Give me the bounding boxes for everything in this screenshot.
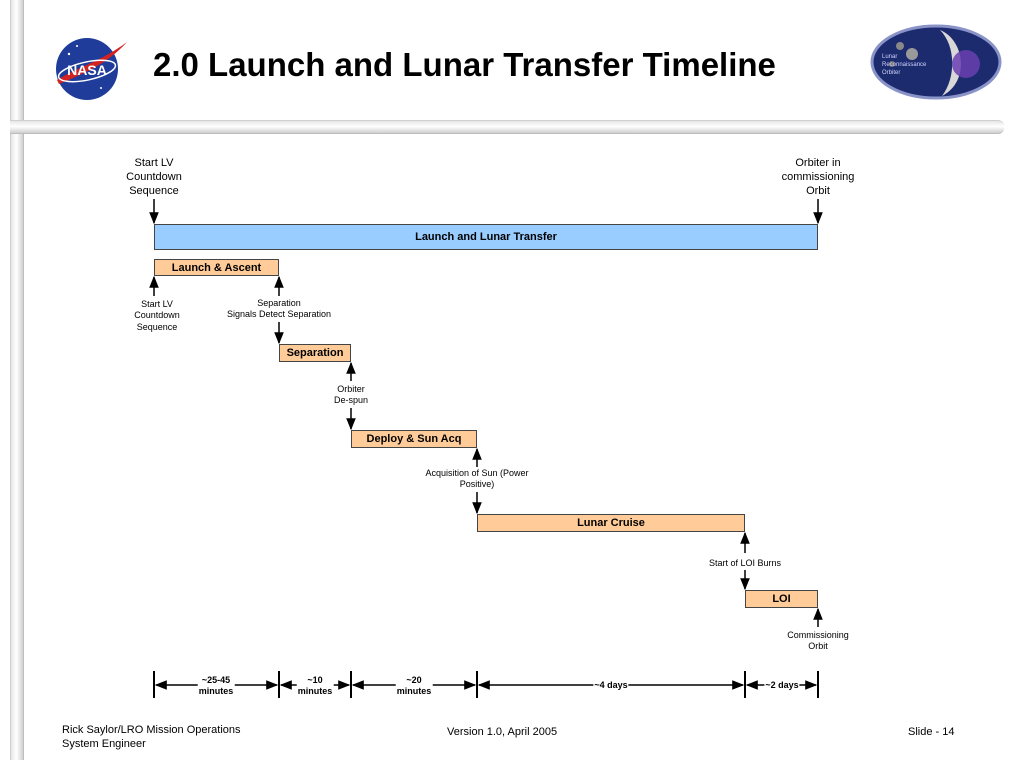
duration-line: ~25-45 bbox=[201, 675, 231, 685]
label-line: Sequence bbox=[129, 184, 179, 197]
duration-line: ~2 days bbox=[765, 680, 799, 690]
duration-line: minutes bbox=[297, 685, 333, 696]
bar-loi: LOI bbox=[745, 590, 818, 608]
footer-author-line: Rick Saylor/LRO Mission Operations bbox=[62, 724, 241, 736]
label-line: Separation bbox=[257, 298, 301, 308]
duration-line: ~4 days bbox=[594, 680, 628, 690]
lro-logo-line3: Orbiter bbox=[882, 70, 900, 76]
duration-label-3: ~20 minutes bbox=[395, 675, 433, 697]
slide-frame-horizontal bbox=[10, 120, 1004, 134]
label-line: Countdown bbox=[126, 170, 182, 183]
bar-lunar-cruise: Lunar Cruise bbox=[477, 514, 745, 532]
duration-label-4: ~4 days bbox=[593, 680, 629, 691]
lro-logo-line2: Reconnaissance bbox=[882, 62, 927, 68]
label-line: Countdown bbox=[134, 310, 180, 321]
slide-frame-vertical bbox=[10, 0, 24, 760]
footer-author: Rick Saylor/LRO Mission Operations Syste… bbox=[62, 723, 241, 752]
label-loi-burns: Start of LOI Burns bbox=[690, 558, 800, 569]
label-sun-acquisition: Acquisition of Sun (Power Positive) bbox=[407, 468, 547, 491]
page-title: 2.0 Launch and Lunar Transfer Timeline bbox=[153, 46, 776, 83]
label-line: Commissioning bbox=[787, 630, 849, 640]
duration-line: minutes bbox=[396, 685, 432, 696]
label-line: Acquisition of Sun (Power bbox=[425, 468, 529, 478]
bar-launch-lunar-transfer: Launch and Lunar Transfer bbox=[154, 224, 818, 250]
duration-line: ~10 bbox=[307, 675, 323, 685]
label-line: De-spun bbox=[333, 395, 369, 406]
label-line: Sequence bbox=[136, 321, 178, 332]
label-line: Signals Detect Separation bbox=[226, 309, 332, 320]
label-line: Positive) bbox=[459, 479, 495, 490]
duration-line: ~20 bbox=[406, 675, 422, 685]
nasa-logo: NASA bbox=[56, 38, 127, 100]
lro-logo-line1: Lunar bbox=[882, 54, 897, 60]
footer-version: Version 1.0, April 2005 bbox=[447, 726, 558, 738]
label-line: Start LV bbox=[141, 299, 173, 309]
label-orbiter-despun: Orbiter De-spun bbox=[316, 384, 386, 407]
label-start-lv-top: Start LV Countdown Sequence bbox=[104, 157, 204, 198]
label-separation-event: Separation Signals Detect Separation bbox=[209, 298, 349, 321]
lro-logo: Lunar Reconnaissance Orbiter bbox=[870, 24, 1002, 100]
bar-deploy-sun-acq: Deploy & Sun Acq bbox=[351, 430, 477, 448]
label-line: Orbit bbox=[806, 184, 830, 197]
label-line: Start of LOI Burns bbox=[708, 558, 782, 568]
label-line: Start LV bbox=[134, 157, 174, 169]
label-line: commissioning bbox=[781, 170, 855, 183]
label-commissioning-orbit: Commissioning Orbit bbox=[773, 630, 863, 653]
label-line: Orbiter in bbox=[795, 157, 841, 169]
nasa-logo-text: NASA bbox=[67, 62, 107, 78]
bar-launch-ascent: Launch & Ascent bbox=[154, 259, 279, 276]
duration-line: minutes bbox=[198, 685, 234, 696]
label-line: Orbit bbox=[808, 641, 828, 652]
duration-label-2: ~10 minutes bbox=[296, 675, 334, 697]
duration-label-1: ~25-45 minutes bbox=[197, 675, 235, 697]
bar-separation: Separation bbox=[279, 344, 351, 362]
label-orbiter-top: Orbiter in commissioning Orbit bbox=[760, 157, 876, 198]
label-start-lv-event: Start LV Countdown Sequence bbox=[117, 299, 197, 333]
label-line: Orbiter bbox=[337, 384, 365, 394]
duration-label-5: ~2 days bbox=[764, 680, 800, 691]
footer-slide-number: Slide - 14 bbox=[908, 726, 955, 738]
footer-author-line: System Engineer bbox=[62, 738, 146, 751]
